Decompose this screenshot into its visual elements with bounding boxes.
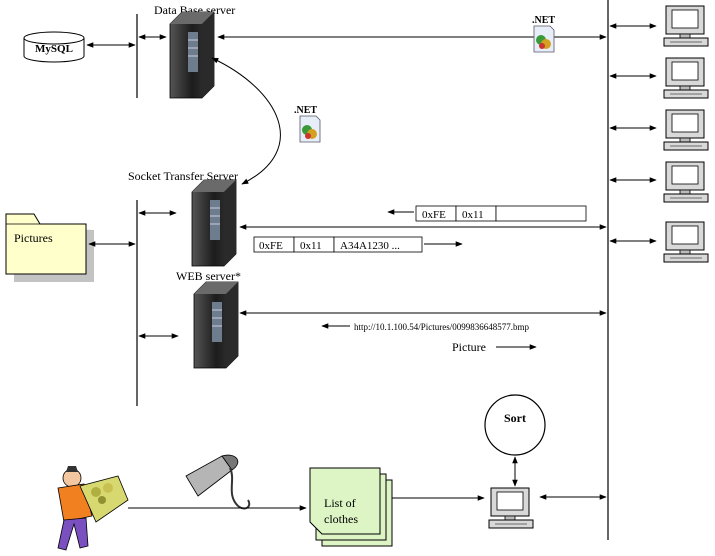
request-packet: 0xFE 0x11 bbox=[415, 205, 587, 222]
database-server-icon bbox=[169, 11, 215, 99]
web-server-label: WEB server* bbox=[176, 269, 241, 283]
client-pc-1 bbox=[609, 5, 709, 47]
client-computer-icon bbox=[663, 109, 709, 151]
mysql-label: MySQL bbox=[35, 43, 73, 55]
net-badge-top-label: .NET bbox=[532, 15, 555, 26]
pictures-folder-label: Pictures bbox=[14, 231, 53, 245]
client-computer-icon bbox=[663, 57, 709, 99]
net-badge-middle-icon bbox=[299, 115, 321, 143]
list-of-clothes-label: List of clothes bbox=[324, 496, 359, 526]
client-computer-icon bbox=[663, 161, 709, 203]
client-pc-5 bbox=[609, 221, 709, 263]
request-packet-cell: 0xFE bbox=[422, 209, 446, 221]
socket-server-icon bbox=[191, 179, 237, 267]
response-packet-cell: 0xFE bbox=[259, 240, 283, 252]
db-to-socket-curved-link bbox=[211, 57, 281, 185]
response-packet: 0xFE 0x11 A34A1230 ... bbox=[253, 236, 423, 253]
socket-server-label: Socket Transfer Server bbox=[128, 169, 238, 183]
request-packet-cell: 0x11 bbox=[462, 209, 484, 221]
web-server-icon bbox=[193, 281, 239, 369]
sorting-station-computer-icon bbox=[488, 487, 534, 529]
list-of-clothes-document: List of clothes bbox=[309, 467, 393, 547]
mysql-database-icon: MySQL bbox=[23, 31, 85, 63]
client-pc-4 bbox=[609, 161, 709, 203]
barcode-scanner-icon bbox=[185, 454, 251, 510]
database-server-label: Data Base server bbox=[154, 3, 235, 17]
client-pc-2 bbox=[609, 57, 709, 99]
response-packet-cell: A34A1230 ... bbox=[340, 240, 400, 252]
pictures-folder-icon: Pictures bbox=[5, 213, 94, 282]
picture-response-label: Picture bbox=[452, 340, 486, 354]
sort-label: Sort bbox=[504, 411, 526, 425]
list-of-clothes-line: List of bbox=[324, 496, 356, 510]
client-computer-icon bbox=[663, 221, 709, 263]
net-badge-top-icon bbox=[533, 25, 555, 53]
net-badge-middle-label: .NET bbox=[294, 105, 317, 116]
list-of-clothes-line: clothes bbox=[324, 512, 358, 526]
response-packet-cell: 0x11 bbox=[300, 240, 322, 252]
picture-url-text: http://10.1.100.54/Pictures/009983664857… bbox=[354, 322, 529, 332]
client-computer-icon bbox=[663, 5, 709, 47]
client-pc-3 bbox=[609, 109, 709, 151]
sort-node bbox=[484, 394, 546, 456]
worker-with-basket-icon bbox=[57, 466, 129, 551]
